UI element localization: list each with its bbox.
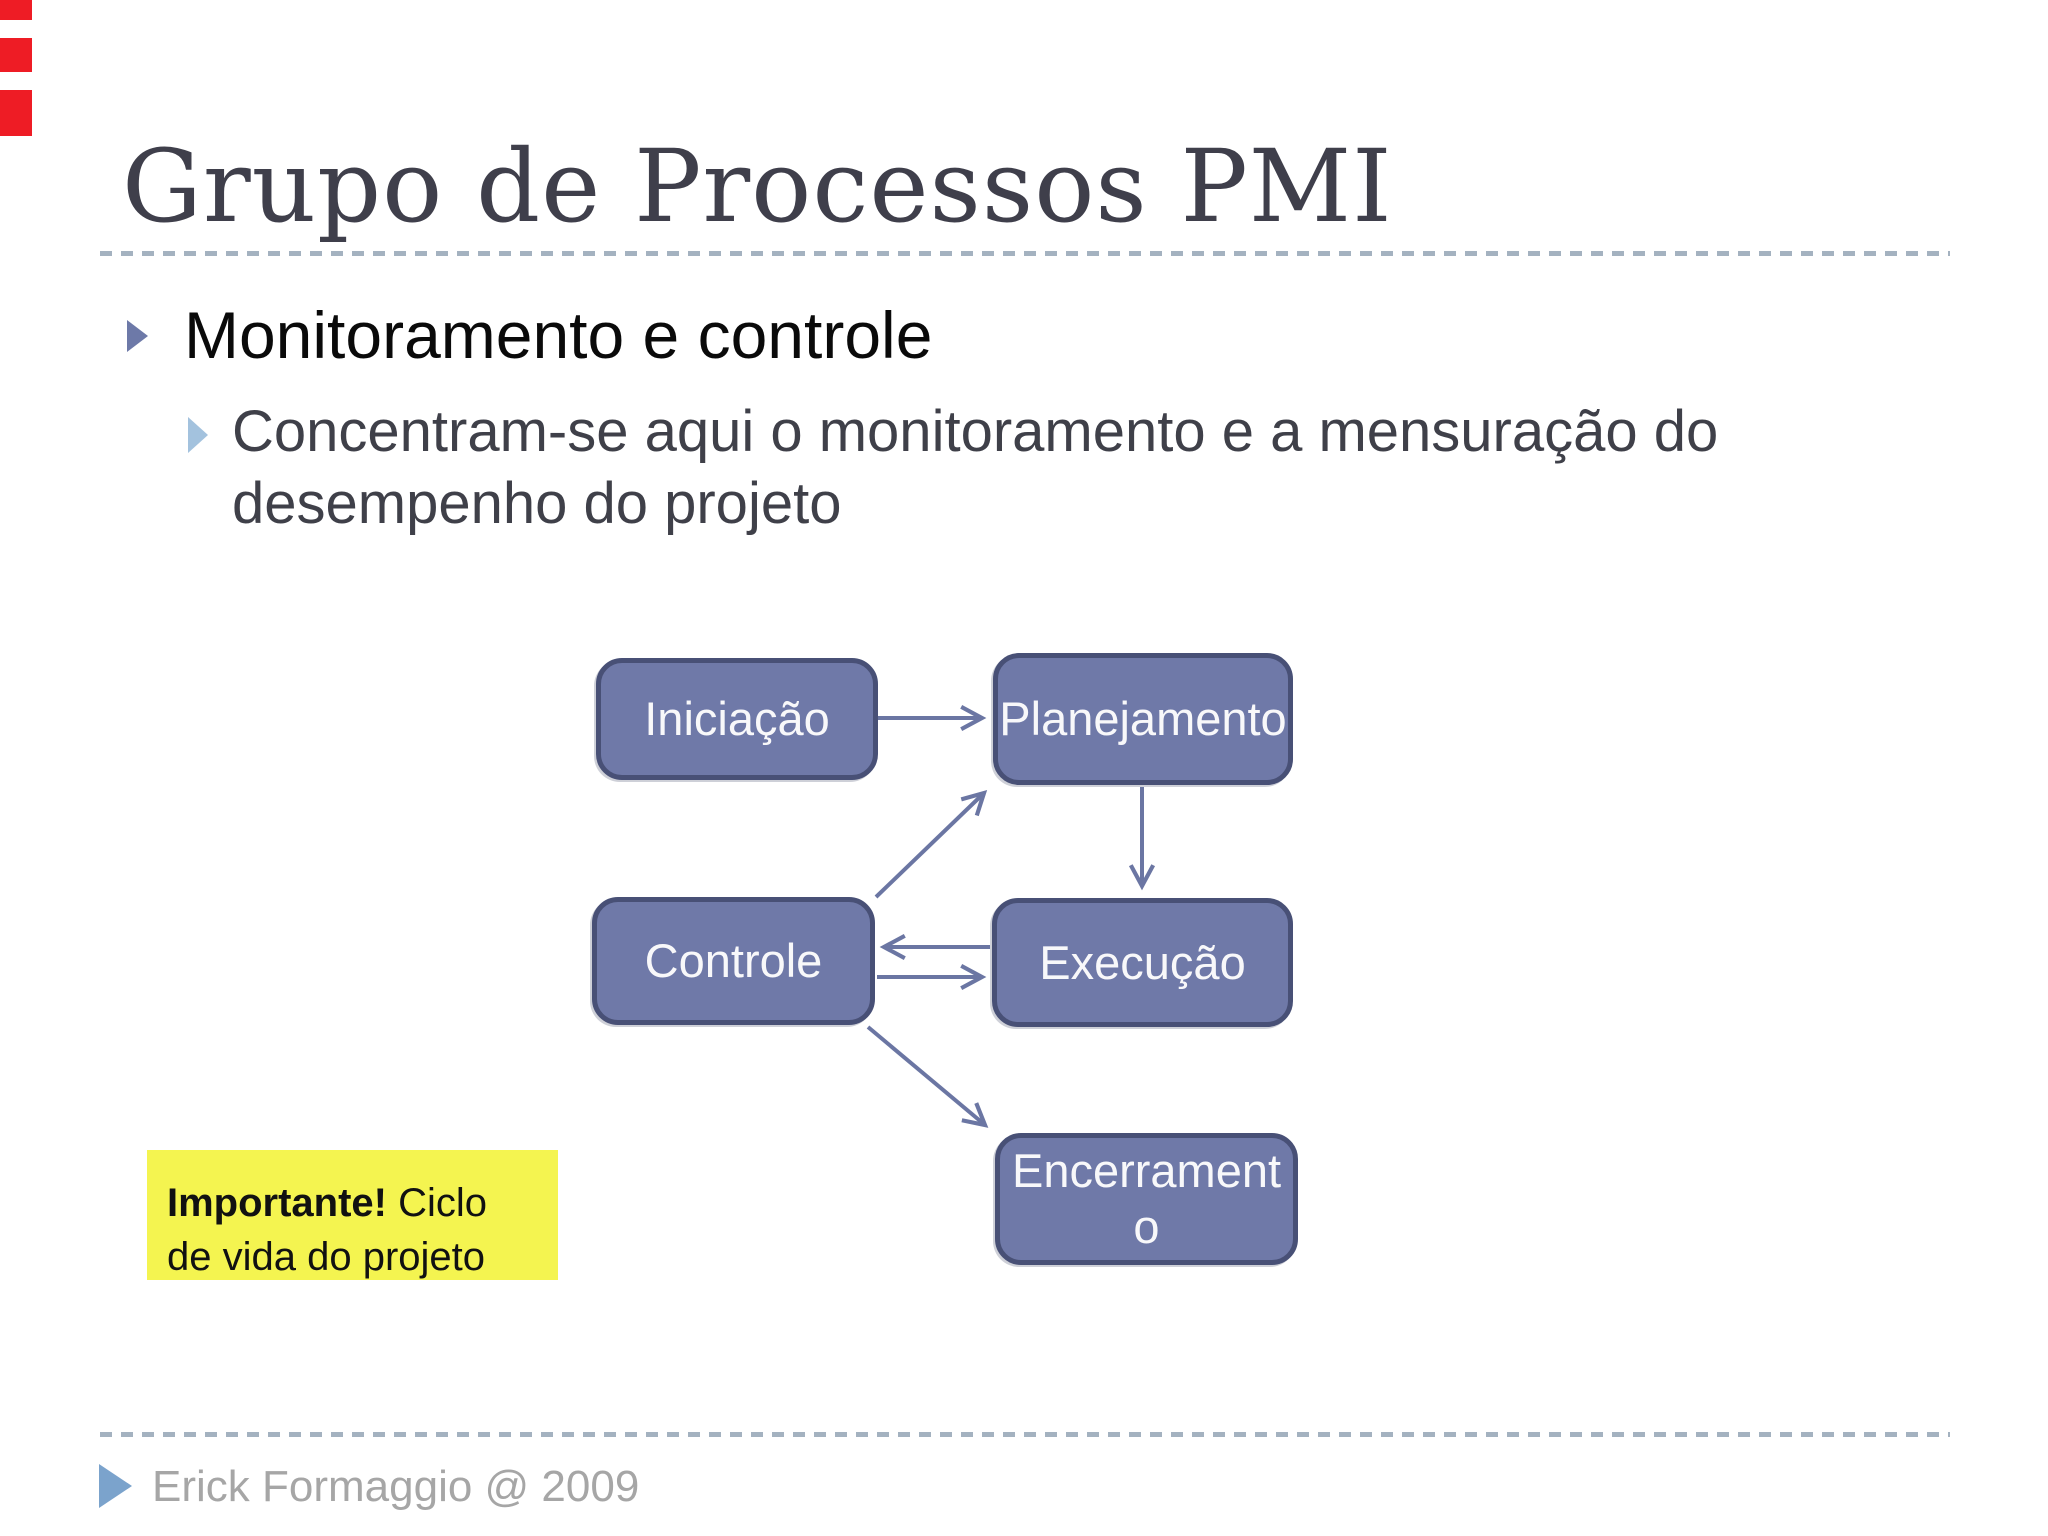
node-label: Execução (1039, 935, 1246, 989)
sub-bullet-arrow-icon (188, 417, 208, 453)
node-label: Planejamento (999, 692, 1287, 745)
footer-text: Erick Formaggio @ 2009 (152, 1462, 640, 1511)
red-dash-icon (0, 90, 32, 136)
node-label: Encerrament o (1012, 1143, 1281, 1255)
node-label-line1: Encerrament (1011, 1144, 1282, 1197)
arrow-controle-encerramento (866, 1025, 989, 1128)
node-label-line2: o (1133, 1200, 1160, 1253)
node-controle: Controle (592, 897, 875, 1025)
sub-bullet-text: Concentram-se aqui o monitoramento e a m… (232, 399, 1719, 536)
bullet-text: Monitoramento e controle (184, 298, 933, 372)
node-planejamento: Planejamento (993, 653, 1293, 785)
red-dash-icon (0, 38, 32, 72)
footer-rule (100, 1432, 1950, 1437)
node-label: Controle (644, 934, 823, 987)
bullet-arrow-icon (127, 320, 148, 352)
slide-title: Grupo de Processos PMI (122, 128, 1393, 245)
footer-arrow-icon (99, 1464, 132, 1508)
node-encerramento: Encerrament o (995, 1133, 1298, 1265)
node-iniciacao: Iniciação (596, 658, 878, 780)
node-label: Iniciação (644, 692, 830, 745)
note-bold-text: Importante! (167, 1181, 387, 1225)
red-dash-icon (0, 0, 32, 20)
importante-note: Importante! Ciclo de vida do projeto (147, 1150, 558, 1280)
node-execucao: Execução (992, 898, 1293, 1027)
title-rule (100, 251, 1950, 256)
note-text: Ciclo de vida do projeto (167, 1181, 488, 1279)
arrow-controle-planejamento (874, 789, 988, 899)
